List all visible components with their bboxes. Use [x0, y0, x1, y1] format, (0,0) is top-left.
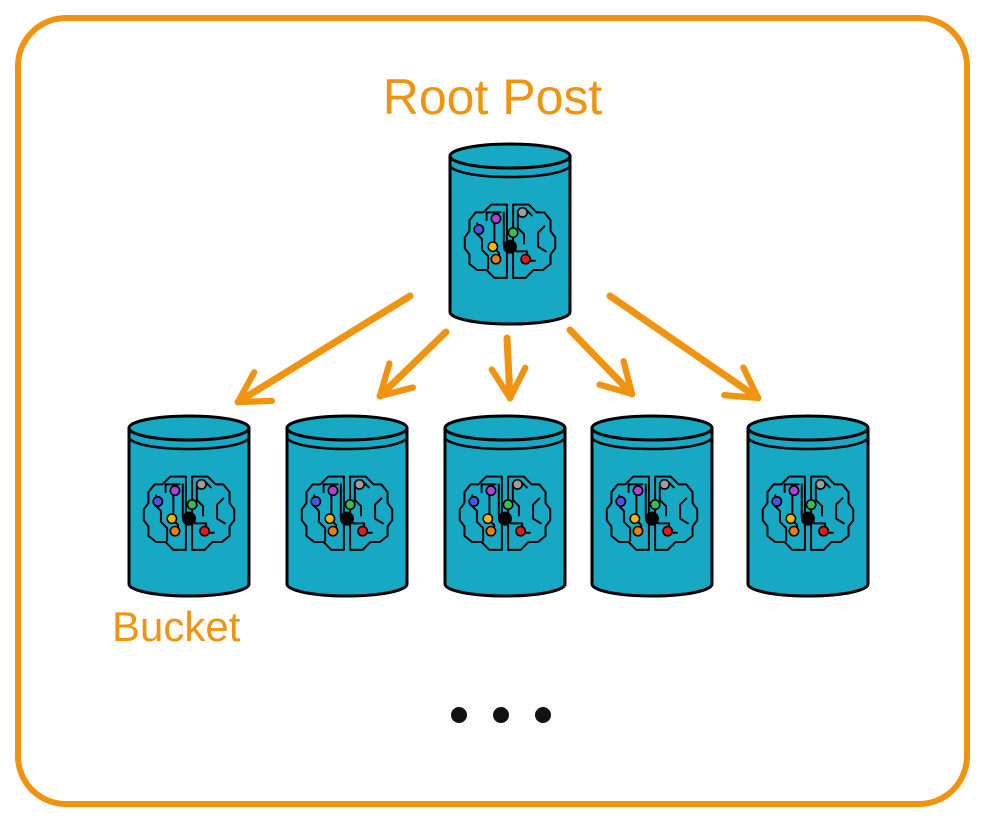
- brain-circuit-icon: [142, 475, 236, 551]
- brain-circuit-icon: [300, 475, 394, 551]
- bucket-node: [127, 414, 251, 598]
- brain-circuit-icon: [761, 475, 855, 551]
- tree-arrow: [488, 334, 529, 402]
- tree-arrow: [376, 328, 450, 400]
- ellipsis: [451, 707, 551, 723]
- tree-arrow: [234, 292, 414, 406]
- bucket-label: Bucket: [112, 603, 241, 650]
- nodes: [127, 142, 870, 598]
- tree-arrow: [606, 292, 762, 402]
- ellipsis-dot: [493, 707, 509, 723]
- root-node: [448, 142, 572, 326]
- ellipsis-dot: [535, 707, 551, 723]
- ellipsis-dot: [451, 707, 467, 723]
- frame-border: [15, 15, 970, 807]
- brain-circuit-icon: [605, 475, 699, 551]
- bucket-node: [285, 414, 409, 598]
- brain-circuit-icon: [463, 203, 557, 279]
- bucket-node: [443, 414, 567, 598]
- tree-arrow: [566, 326, 636, 398]
- root-post-label: Root Post: [382, 69, 603, 125]
- arrows: [234, 292, 762, 406]
- bucket-node: [746, 414, 870, 598]
- bucket-node: [590, 414, 714, 598]
- brain-circuit-icon: [458, 475, 552, 551]
